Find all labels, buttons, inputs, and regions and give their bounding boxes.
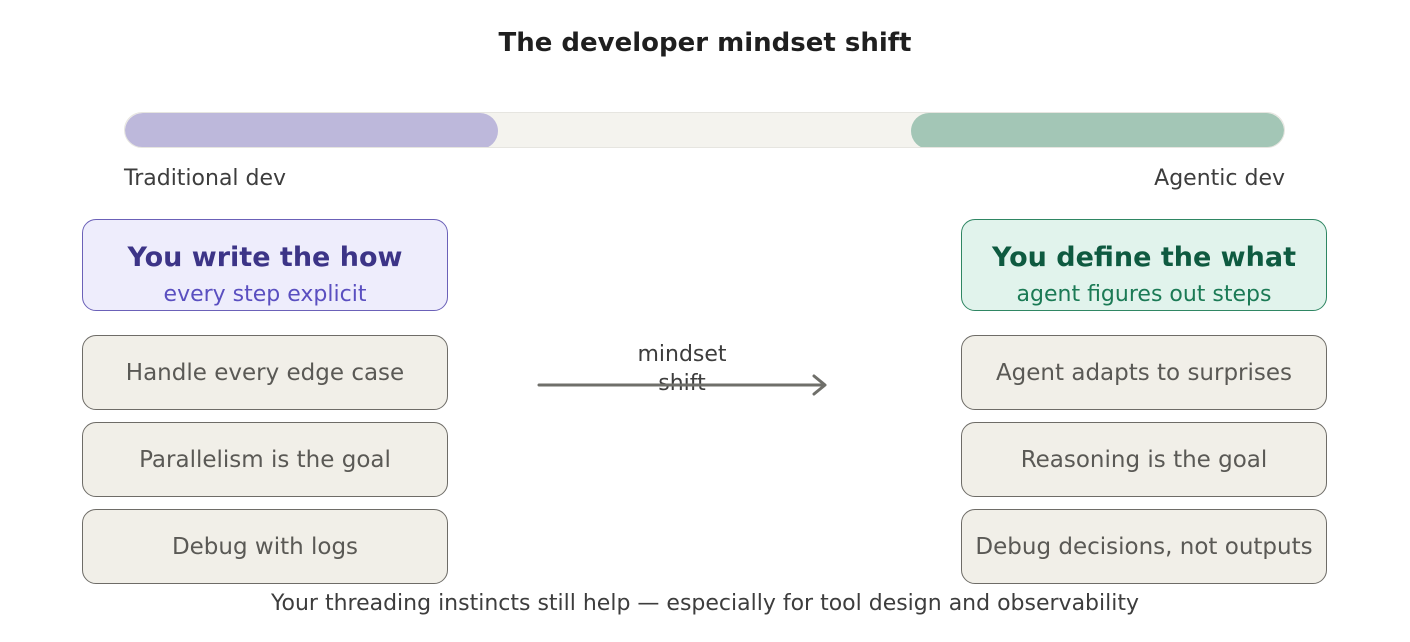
agentic-item: Debug decisions, not outputs [961,509,1327,584]
traditional-dev-label: Traditional dev [124,166,287,191]
mindset-spectrum-bar [124,112,1285,148]
shift-label-line1: mindset [637,342,727,367]
agentic-item: Reasoning is the goal [961,422,1327,497]
agentic-heading: You define the what [992,242,1296,273]
agentic-subheading: agent figures out steps [1016,282,1272,307]
agentic-heading-box: You define the what agent figures out st… [961,219,1327,311]
traditional-item: Debug with logs [82,509,448,584]
diagram-title: The developer mindset shift [498,28,912,58]
arrow-right-icon [537,374,827,396]
agentic-dev-label: Agentic dev [1154,166,1285,191]
traditional-segment [125,113,498,147]
traditional-item: Handle every edge case [82,335,448,410]
agentic-segment [911,113,1284,147]
footer-note: Your threading instincts still help — es… [270,591,1139,616]
agentic-item: Agent adapts to surprises [961,335,1327,410]
traditional-item: Parallelism is the goal [82,422,448,497]
traditional-subheading: every step explicit [163,282,367,307]
traditional-heading: You write the how [127,242,403,273]
traditional-heading-box: You write the how every step explicit [82,219,448,311]
